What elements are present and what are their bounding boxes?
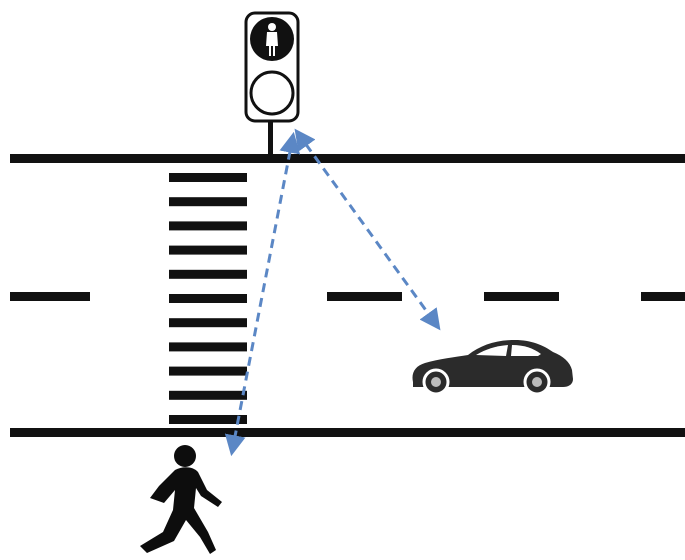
pedestrian-head [174, 445, 196, 467]
lane-dash [327, 292, 402, 301]
zebra-crosswalk [169, 173, 247, 424]
crosswalk-stripe [169, 173, 247, 182]
pedestrian-traffic-light [246, 13, 298, 121]
crosswalk-stripe [169, 221, 247, 230]
lane-dash [641, 292, 685, 301]
crosswalk-stripe [169, 270, 247, 279]
road-edge-bottom [10, 428, 685, 437]
crosswalk-stripe [169, 415, 247, 424]
traffic-light-pole [268, 118, 273, 156]
crosswalk-stripe [169, 367, 247, 376]
pedestrian-body [140, 467, 222, 554]
car [413, 340, 574, 394]
crosswalk-stripe [169, 318, 247, 327]
lane-dash [484, 292, 559, 301]
crosswalk-stripe [169, 391, 247, 400]
crosswalk-stripe [169, 342, 247, 351]
crosswalk-stripe [169, 294, 247, 303]
stop-lamp-unlit [251, 72, 293, 114]
lane-center-dashed-line [10, 292, 685, 301]
walking-pedestrian [140, 445, 222, 554]
lane-dash [10, 292, 90, 301]
road-edge-top [10, 154, 685, 163]
crosswalk-stripe [169, 197, 247, 206]
crosswalk-stripe [169, 246, 247, 255]
